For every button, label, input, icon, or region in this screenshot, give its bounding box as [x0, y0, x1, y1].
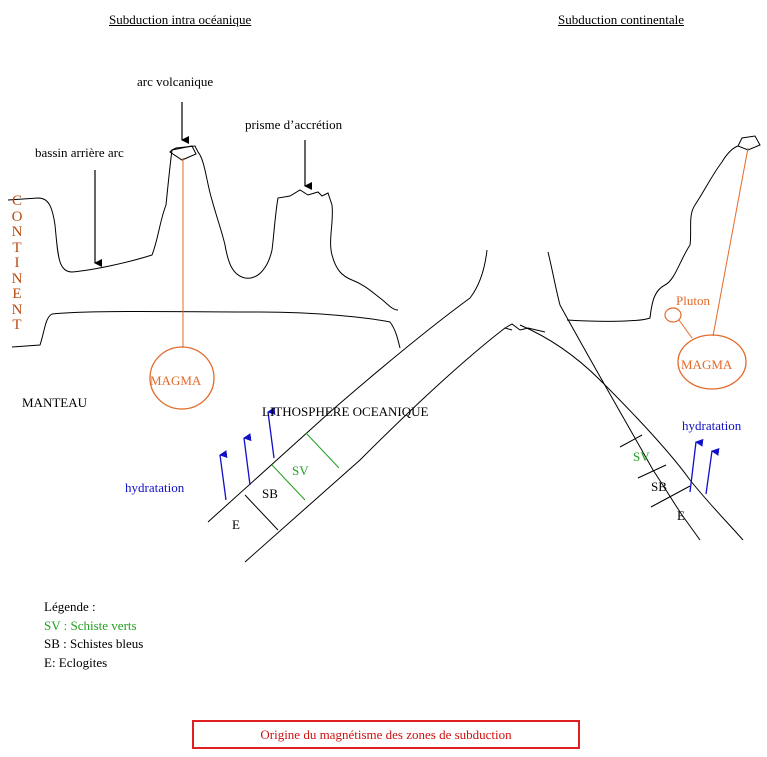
pluton-body: [664, 307, 682, 323]
label-hydratation-right: hydratation: [682, 418, 742, 433]
label-arc-volcanique: arc volcanique: [137, 74, 214, 89]
continent-letter: E: [12, 286, 22, 302]
label-e-right: E: [677, 508, 685, 523]
label-pluton: Pluton: [676, 293, 710, 308]
continent-letter: T: [12, 317, 22, 333]
legend-e: E: Eclogites: [44, 654, 108, 670]
label-sv-left: SV: [292, 463, 309, 478]
legend-sb: SB : Schistes bleus: [44, 636, 144, 651]
continent-letter: N: [11, 224, 23, 240]
label-magma-left: MAGMA: [150, 373, 202, 388]
continent-letter: O: [11, 208, 23, 225]
right-slab-top-lower: [681, 514, 701, 541]
title-continentale: Subduction continentale: [558, 12, 685, 27]
label-magma-right: MAGMA: [681, 357, 733, 372]
magma-chamber-left: [149, 346, 215, 410]
hydration-arrow-right-2: [705, 448, 720, 495]
legend: Légende : SV : Schiste verts SB : Schist…: [44, 598, 143, 672]
trench-notch: [504, 323, 546, 333]
right-crater: [737, 135, 761, 151]
label-prisme-accretion: prisme d’accrétion: [245, 117, 343, 132]
label-sv-right: SV: [633, 449, 650, 464]
label-lithosphere-oceanique: LITHOSPHERE OCEANIQUE: [262, 404, 429, 419]
hydration-arrow-right-1: [689, 438, 704, 493]
continent-letter: N: [11, 270, 23, 287]
volcano-crater: [169, 145, 197, 161]
right-slab-bottom: [519, 324, 744, 541]
title-intra-oceanique: Subduction intra océanique: [109, 12, 252, 27]
figure-caption: Origine du magnétisme des zones de subdu…: [192, 720, 580, 749]
continent-letter: I: [14, 255, 20, 271]
label-manteau: MANTEAU: [22, 395, 87, 410]
continent-letter: C: [11, 193, 22, 209]
continent-letter: N: [11, 301, 23, 318]
left-slab-top: [207, 249, 488, 523]
divider-sv-right-top: [619, 434, 643, 448]
right-slab-top: [547, 251, 683, 516]
hydration-arrow-left-2: [243, 433, 252, 486]
pluton-link: [678, 319, 693, 339]
magma-chamber-right: [677, 334, 747, 390]
label-sb-right: SB: [651, 479, 667, 494]
divider-sv-sb-left: [271, 464, 306, 501]
divider-sb-e-left: [244, 494, 279, 531]
continent-base-line: [11, 311, 401, 349]
left-slab-bottom: [244, 327, 513, 563]
label-e-left: E: [232, 517, 240, 532]
continent-relief-line: [7, 145, 399, 311]
magma-conduit-right: [712, 147, 749, 337]
legend-sv: SV : Schiste verts: [44, 617, 137, 633]
legend-title: Légende :: [44, 599, 96, 614]
label-sb-left: SB: [262, 486, 278, 501]
right-continent-surface: [566, 145, 739, 322]
hydration-arrow-left-1: [219, 450, 228, 501]
divider-sv-sb-right: [637, 464, 667, 479]
label-bassin-arriere-arc: bassin arrière arc: [35, 145, 124, 160]
divider-sb-e-right: [650, 485, 691, 508]
label-hydratation-left: hydratation: [125, 480, 185, 495]
hydration-arrow-left-3: [267, 407, 276, 459]
continent-letter: T: [12, 239, 22, 256]
divider-sv-left-top: [305, 432, 340, 469]
